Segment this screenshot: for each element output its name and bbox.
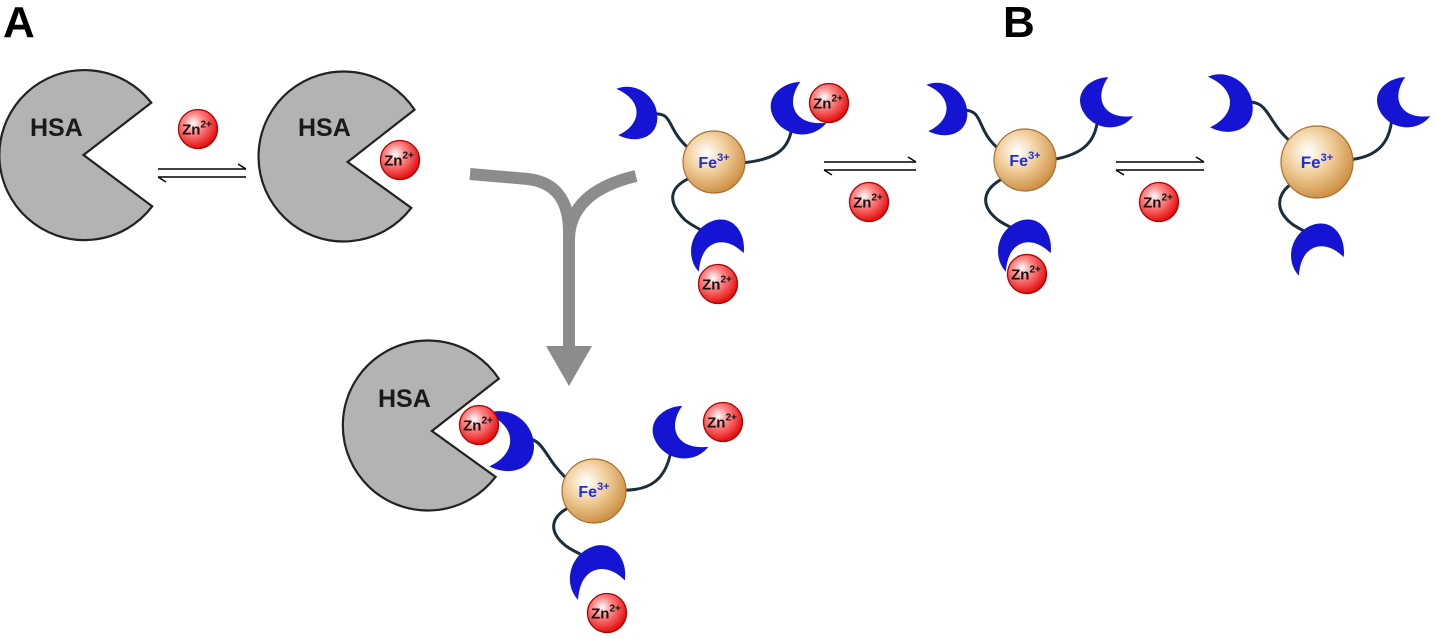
iron-label: Fe	[1009, 153, 1028, 170]
zinc-ion-icon	[702, 401, 744, 443]
chelator-arm-icon	[644, 401, 710, 471]
iron-label: Fe	[1301, 153, 1321, 172]
pathway-arrow-icon	[469, 168, 638, 386]
chelator-partially-loaded: Fe3+	[926, 72, 1135, 295]
protein-pacman-icon	[0, 69, 154, 242]
chelator-arm-icon	[682, 213, 749, 273]
protein-pacman-icon	[257, 70, 416, 243]
zinc-ion-icon	[1138, 181, 1180, 223]
hsa-label: HSA	[378, 385, 431, 413]
zinc-ion-icon	[1006, 253, 1048, 295]
zinc-ion-icon	[697, 263, 739, 305]
zinc-ion-icon	[848, 181, 890, 223]
iron-core-icon	[1280, 125, 1354, 199]
svg-text:Fe3+: Fe3+	[698, 152, 729, 172]
equilibrium-arrows-icon	[1115, 156, 1205, 176]
chelator-arm-icon	[1207, 74, 1253, 132]
equilibrium-arrows-icon	[823, 156, 917, 176]
iron-label: Fe	[698, 155, 717, 172]
zinc-ion-icon	[586, 592, 628, 634]
iron-core-icon	[561, 458, 627, 524]
svg-text:Fe3+: Fe3+	[578, 481, 609, 501]
hsa-protein: HSA	[0, 69, 154, 242]
hsa-label: HSA	[298, 114, 351, 142]
chelator-arm-icon	[1282, 217, 1349, 277]
zinc-ion-icon	[808, 82, 850, 124]
svg-text:Fe3+: Fe3+	[1009, 150, 1040, 170]
iron-charge: 3+	[597, 481, 610, 493]
zinc-ion-icon	[379, 139, 421, 181]
panel-label-a: A	[3, 0, 35, 47]
protein-pacman-icon	[341, 339, 501, 512]
zinc-ion-icon	[458, 404, 500, 446]
chelator-arm-icon	[1369, 72, 1432, 139]
iron-core-icon	[993, 128, 1057, 192]
chelator-fully-loaded: Fe3+	[616, 77, 850, 305]
chelator-arm-icon	[1072, 72, 1135, 139]
chelator-arm-icon	[616, 86, 658, 140]
equilibrium-arrows-icon	[157, 163, 247, 183]
chelator-arm-icon	[926, 82, 968, 136]
iron-label: Fe	[578, 484, 597, 501]
iron-charge: 3+	[1028, 150, 1041, 162]
hsa-label: HSA	[30, 114, 83, 142]
hsa-zinc-complex: HSA	[257, 70, 421, 243]
zinc-ion-icon	[177, 108, 219, 150]
svg-text:Fe3+: Fe3+	[1301, 152, 1333, 172]
iron-core-icon	[682, 130, 746, 194]
hsa-chelator-complex: HSA Fe3+	[341, 339, 744, 634]
panel-label-b: B	[1003, 0, 1035, 47]
iron-charge: 3+	[1321, 152, 1334, 164]
chelator-free: Fe3+	[1207, 72, 1432, 277]
iron-charge: 3+	[717, 152, 730, 164]
